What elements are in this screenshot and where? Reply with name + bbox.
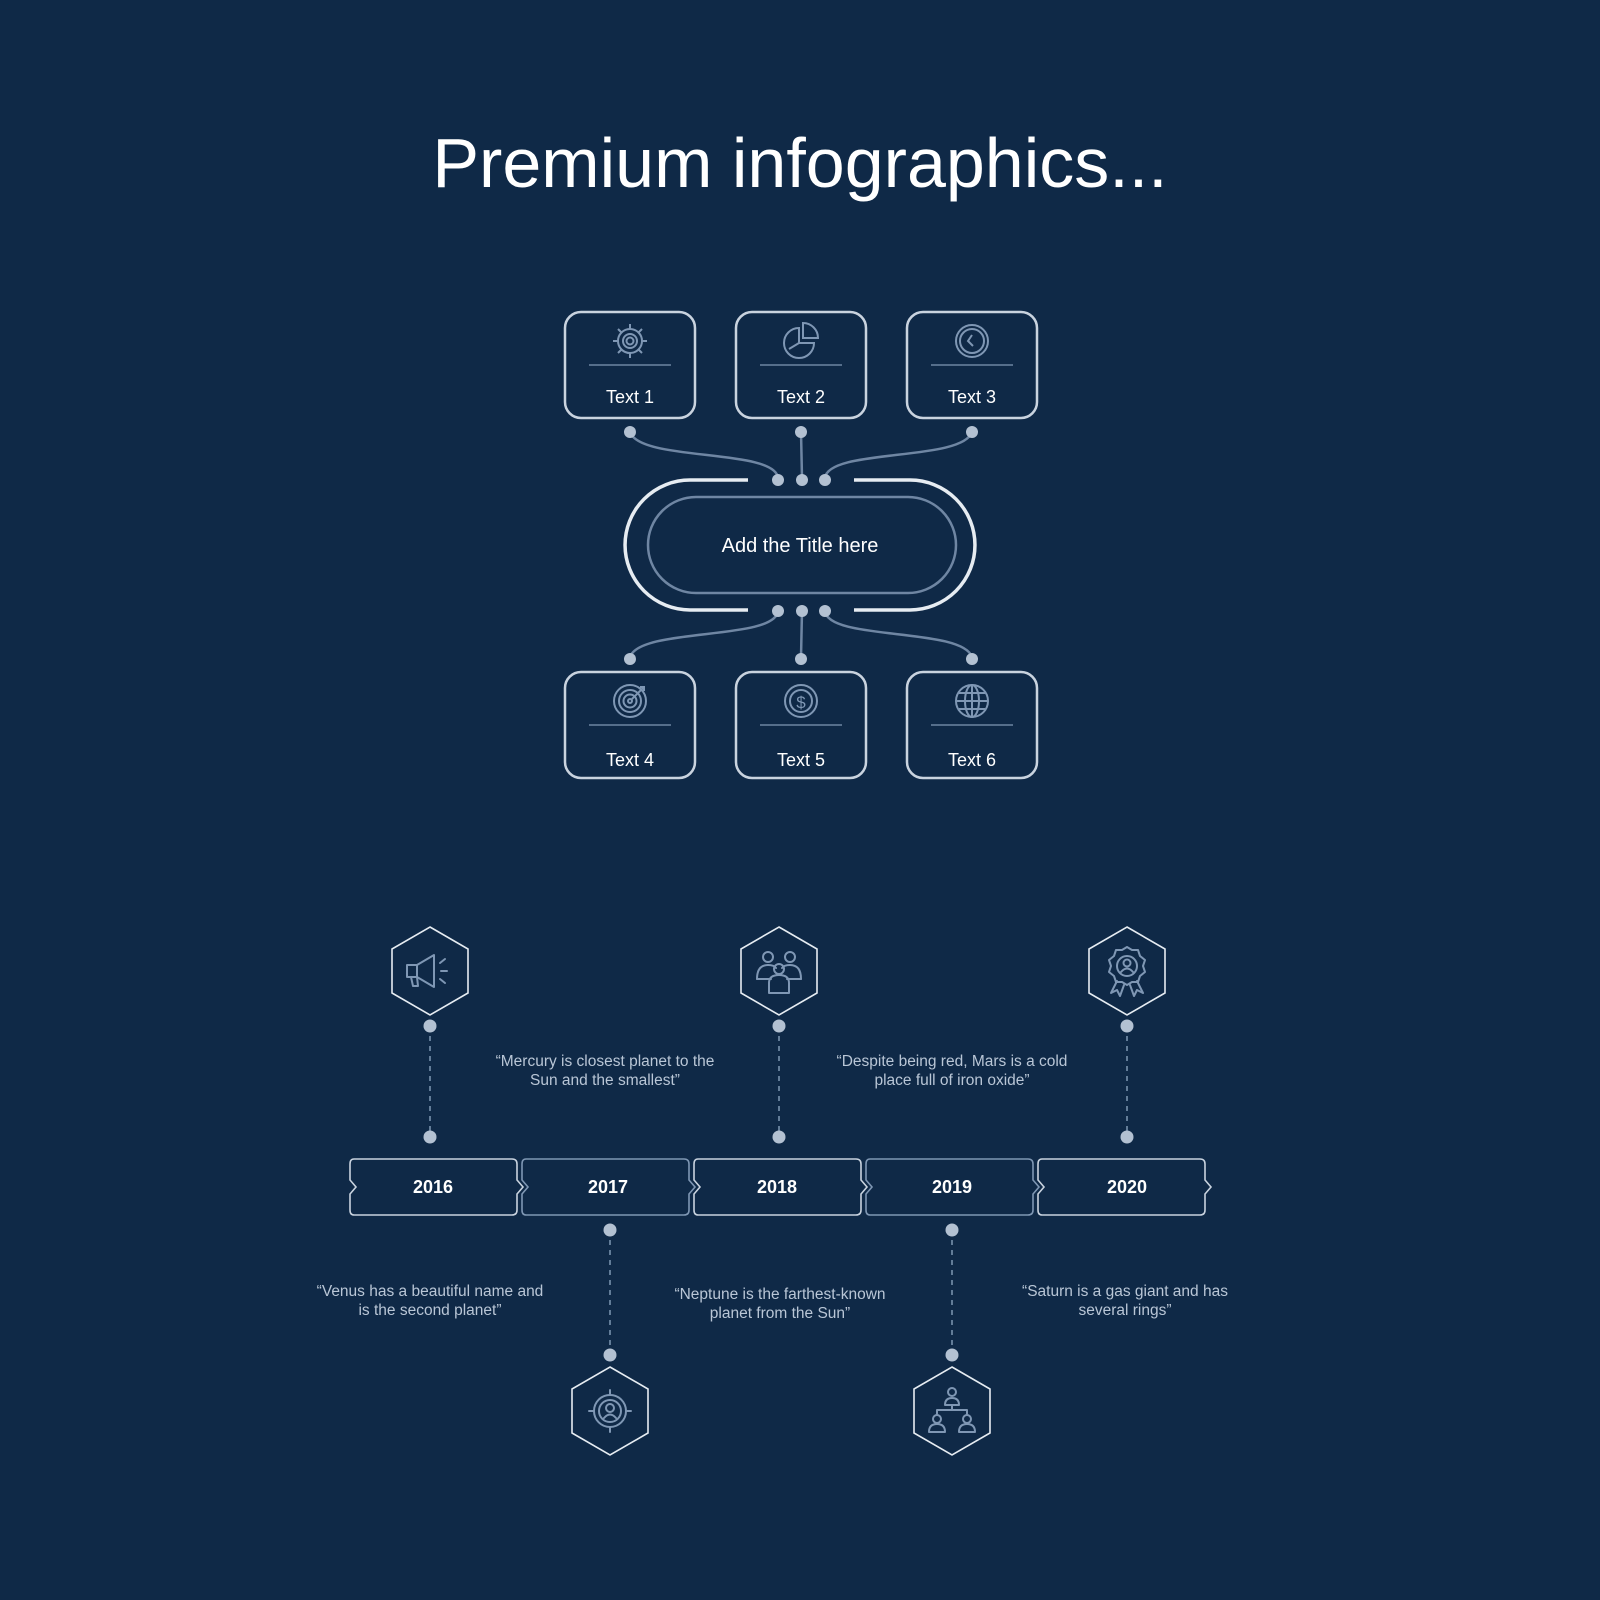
globe-icon: [955, 684, 989, 718]
dollar-coin-icon: [784, 684, 818, 718]
year-box-2016: [349, 1158, 525, 1216]
center-capsule-inner: [646, 495, 958, 595]
quote-2016: “Venus has a beautiful name and is the s…: [316, 1283, 544, 1319]
box-text-6: [905, 670, 1039, 780]
box-text-2: [734, 310, 868, 420]
hexagon-2019: [913, 1366, 991, 1456]
year-label-2019: 2019: [931, 1177, 973, 1197]
center-title: Add the Title here: [721, 535, 879, 557]
hexagon-2017: [571, 1366, 649, 1456]
year-box-2019: [865, 1158, 1041, 1216]
center-capsule-outer: [623, 478, 977, 612]
hexagon-2016: [391, 926, 469, 1016]
team-icon: [756, 951, 802, 994]
box-text-4: [563, 670, 697, 780]
box-label-3: Text 3: [947, 387, 997, 407]
year-box-2018: [693, 1158, 869, 1216]
dollar-sign-glyph: $: [796, 693, 806, 712]
gear-icon: [613, 324, 647, 358]
box-text-1: [563, 310, 697, 420]
box-text-5: [734, 670, 868, 780]
timeline-dashed-connectors: [429, 1026, 1128, 1355]
quote-2018: “Neptune is the farthest-known planet fr…: [674, 1286, 886, 1322]
page-title: Premium infographics...: [432, 124, 1168, 202]
org-chart-icon: [928, 1387, 976, 1433]
box-label-1: Text 1: [605, 387, 655, 407]
quote-2020: “Saturn is a gas giant and has several r…: [1022, 1283, 1228, 1319]
year-label-2017: 2017: [587, 1177, 629, 1197]
box-label-4: Text 4: [605, 750, 655, 770]
hub-connectors: [628, 431, 974, 658]
hub-connector-dots: [624, 426, 978, 665]
target-icon: [613, 684, 647, 718]
megaphone-icon: [406, 954, 448, 988]
hexagon-2020: [1088, 926, 1166, 1016]
quote-2019: “Despite being red, Mars is a cold place…: [836, 1053, 1068, 1089]
box-dividers: [589, 364, 1013, 726]
box-label-6: Text 6: [947, 750, 997, 770]
hexagon-2018: [740, 926, 818, 1016]
timeline-dots: [423, 1019, 1134, 1362]
box-text-3: [905, 310, 1039, 420]
year-label-2016: 2016: [412, 1177, 454, 1197]
pie-chart-icon: [783, 321, 820, 359]
year-box-2017: [521, 1158, 697, 1216]
box-label-5: Text 5: [776, 750, 826, 770]
year-box-2020: [1037, 1158, 1213, 1216]
quote-2017: “Mercury is closest planet to the Sun an…: [495, 1053, 715, 1089]
year-label-2018: 2018: [756, 1177, 798, 1197]
year-label-2020: 2020: [1106, 1177, 1148, 1197]
box-label-2: Text 2: [776, 387, 826, 407]
award-badge-icon: [1108, 946, 1146, 997]
clock-icon: [955, 324, 989, 358]
user-target-icon: [588, 1389, 632, 1433]
center-capsule: [623, 478, 977, 612]
